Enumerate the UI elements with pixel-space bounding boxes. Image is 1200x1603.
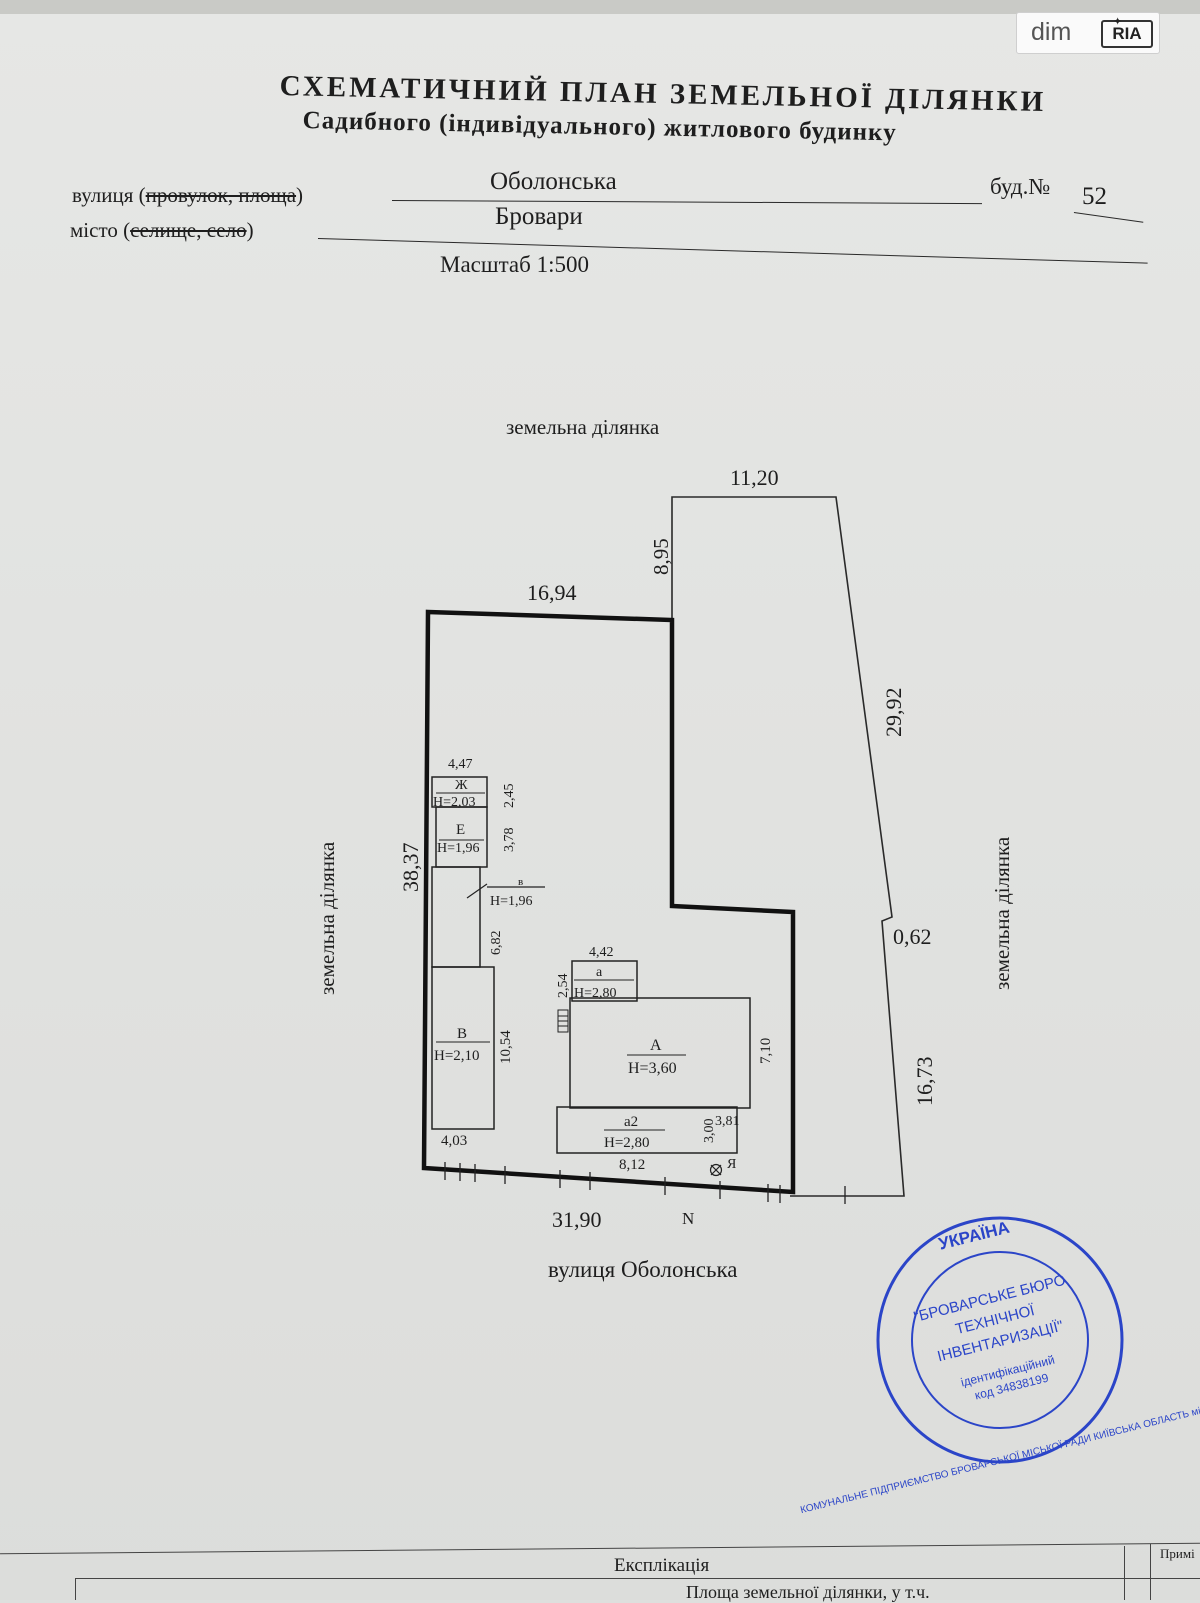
city-label-close: ) — [246, 218, 254, 242]
left-buildings — [431, 776, 495, 1130]
building-label: буд.№ — [990, 174, 1051, 199]
stamp-outer-ring — [876, 1216, 1124, 1464]
street-label-close: ) — [296, 183, 304, 207]
e-height: Н=1,96 — [437, 841, 480, 856]
dim-top-left: 16,94 — [527, 580, 577, 605]
a-small-width-dim: 4,42 — [589, 945, 614, 960]
a-small-height: Н=2,80 — [574, 986, 617, 1001]
scale-label: Масштаб 1:500 — [440, 252, 589, 277]
watermark-logo: dim ✦RIA — [1016, 12, 1160, 54]
v-name: В — [457, 1026, 467, 1042]
table-column-2 — [1150, 1544, 1151, 1600]
v-side-dim: 10,54 — [498, 1030, 514, 1064]
well-label: Я — [727, 1157, 736, 1172]
a2-bottom-dim: 8,12 — [619, 1157, 645, 1173]
a2-side-dim2: 3,81 — [715, 1114, 740, 1129]
v-height: Н=2,10 — [434, 1048, 480, 1064]
plot-boundary — [421, 609, 796, 1195]
table-top-rule — [0, 1542, 1200, 1555]
v-bottom-dim: 4,03 — [441, 1133, 467, 1149]
table-left-edge — [75, 1578, 76, 1600]
dim-right-jog: 0,62 — [893, 924, 932, 949]
zh-width-dim: 4,47 — [448, 757, 473, 772]
a2-side-dim: 3,00 — [702, 1119, 717, 1144]
a-side-dim: 7,10 — [758, 1038, 774, 1064]
ria-logo-text: RIA — [1112, 24, 1142, 43]
a-small-name: а — [596, 965, 603, 980]
well-icon — [709, 1163, 723, 1177]
dim-right-upper: 29,92 — [881, 688, 906, 738]
area-label: Площа земельної ділянки, у т.ч. — [686, 1582, 930, 1602]
explication-heading: Експлікація — [614, 1555, 710, 1576]
city-struck-text: селище, село — [130, 218, 247, 242]
city-label: місто (селище, село) — [70, 218, 254, 243]
label-rules — [436, 792, 686, 1131]
fence-ticks — [444, 1162, 846, 1204]
photo-edge — [0, 0, 1200, 14]
neighbor-plot-outline — [671, 496, 905, 1197]
a-height: Н=3,60 — [628, 1060, 677, 1077]
street-label: вулиця (провулок, площа) — [72, 183, 303, 208]
neighbor-right-label: земельна ділянка — [990, 836, 1014, 990]
a-small-side-dim: 2,54 — [556, 974, 571, 999]
dim-bottom: 31,90 — [552, 1207, 602, 1232]
dim-right-lower: 16,73 — [912, 1057, 937, 1107]
ria-logo: ✦RIA — [1101, 16, 1153, 48]
v-leader — [466, 883, 488, 899]
dim-top-right: 11,20 — [730, 465, 779, 490]
street-label-text: вулиця ( — [72, 183, 146, 207]
north-label: N — [682, 1209, 694, 1228]
stamp-country: УКРАЇНА — [937, 1218, 1012, 1254]
stamp-ring-text: КОМУНАЛЬНЕ ПІДПРИЄМСТВО БРОВАРСЬКОЇ МІСЬ… — [799, 1391, 1200, 1516]
street-value: Оболонська — [490, 168, 617, 195]
note-column-label: Примі — [1160, 1546, 1195, 1561]
neighbor-top-label: земельна ділянка — [506, 415, 660, 439]
building-number: 52 — [1082, 183, 1107, 210]
v-small-side-dim: 6,82 — [489, 931, 504, 956]
table-mid-rule — [75, 1578, 1200, 1579]
explication-table: Експлікація Площа земельної ділянки, у т… — [0, 1540, 1200, 1602]
street-struck-text: провулок, площа — [145, 183, 297, 207]
zh-height: Н=2,03 — [433, 795, 476, 810]
dim-left-side: 38,37 — [398, 843, 423, 893]
zh-name: Ж — [455, 778, 468, 793]
city-value: Бровари — [495, 203, 583, 230]
table-column-1 — [1124, 1546, 1125, 1600]
watermark-text: dim — [1031, 18, 1072, 46]
zh-side-dim: 2,45 — [502, 784, 517, 809]
e-name: Е — [456, 822, 465, 838]
street-name-label: вулиця Оболонська — [548, 1257, 738, 1282]
neighbor-left-label: земельна ділянка — [315, 841, 339, 995]
v-small-name: в — [518, 876, 523, 888]
official-stamp: УКРАЇНА КОМУНАЛЬНЕ ПІДПРИЄМСТВО БРОВАРСЬ… — [799, 1216, 1200, 1516]
dim-right-offset: 8,95 — [649, 538, 673, 575]
v-small-height: Н=1,96 — [490, 894, 533, 909]
city-label-text: місто ( — [70, 218, 131, 242]
entrance-steps-lines — [558, 1015, 568, 1027]
a2-height: Н=2,80 — [604, 1135, 650, 1151]
a-name: А — [650, 1037, 662, 1054]
e-side-dim: 3,78 — [502, 828, 517, 853]
a2-name: а2 — [624, 1114, 638, 1130]
stamp-inner-ring — [911, 1251, 1089, 1429]
